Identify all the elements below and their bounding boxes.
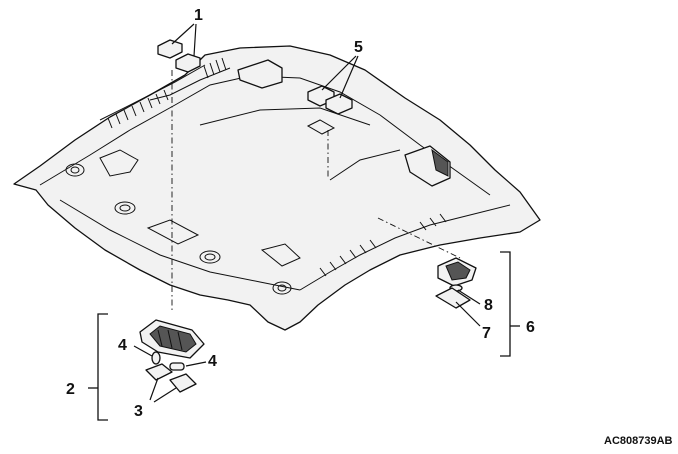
- centerline-rear-lamp: [377, 217, 461, 259]
- mount-1: [114, 201, 136, 215]
- lens-left: [145, 363, 173, 381]
- rear-left-recess: [260, 243, 301, 267]
- callout-2: 2: [66, 381, 75, 398]
- clips-part-1: [157, 39, 201, 73]
- front-left-recess: [99, 149, 139, 177]
- front-dome-lamp-housing: [139, 319, 205, 359]
- callout-6: 6: [526, 319, 535, 336]
- mount-2: [199, 250, 221, 264]
- callout-4-left: 4: [118, 337, 127, 354]
- lens-right: [169, 373, 197, 393]
- clips-part-5: [307, 85, 353, 115]
- headliner-panel: [13, 45, 541, 331]
- figure-code: AC808739AB: [604, 435, 673, 447]
- front-edge-hatching: [107, 57, 227, 129]
- bulb-left: [151, 351, 161, 365]
- mount-3: [65, 163, 85, 177]
- callout-4-right: 4: [208, 353, 217, 370]
- leader-lines: [133, 23, 481, 403]
- callout-7: 7: [482, 325, 491, 342]
- upper-slot: [306, 119, 336, 135]
- center-slot: [146, 219, 200, 245]
- callout-3: 3: [134, 403, 143, 420]
- rear-lamp-lens: [435, 287, 471, 309]
- rear-room-lamp-housing: [437, 257, 477, 287]
- bracket-2: [97, 313, 108, 421]
- front-console-block: [237, 59, 283, 89]
- bulb-right: [169, 362, 185, 371]
- bracket-6: [500, 251, 511, 357]
- callout-8: 8: [484, 297, 493, 314]
- rear-edge-hatching: [319, 213, 447, 277]
- callout-1: 1: [194, 7, 203, 24]
- callout-5: 5: [354, 39, 363, 56]
- mount-4: [272, 281, 292, 295]
